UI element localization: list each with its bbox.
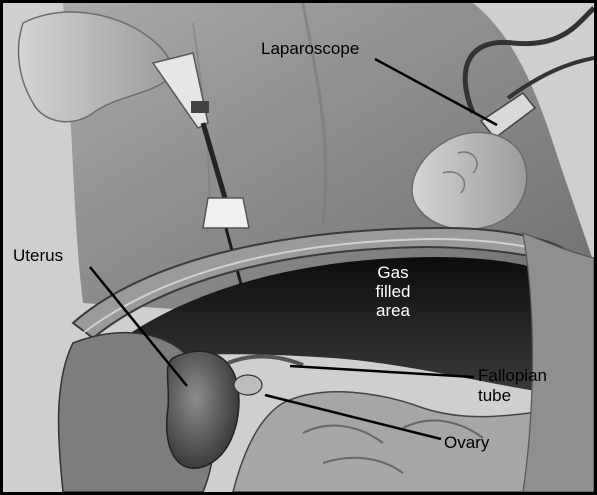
label-gas-filled-area: Gas filled area <box>364 263 422 320</box>
laparoscopy-illustration <box>3 3 594 492</box>
trocar-port <box>203 198 249 228</box>
surgical-drape-right <box>523 233 594 492</box>
label-laparoscope: Laparoscope <box>261 39 359 59</box>
label-ovary: Ovary <box>444 433 489 453</box>
label-uterus: Uterus <box>13 246 63 266</box>
label-fallopian-tube: Fallopian tube <box>478 366 547 406</box>
ovary-shape <box>234 375 262 395</box>
trocar-collar <box>191 101 209 113</box>
